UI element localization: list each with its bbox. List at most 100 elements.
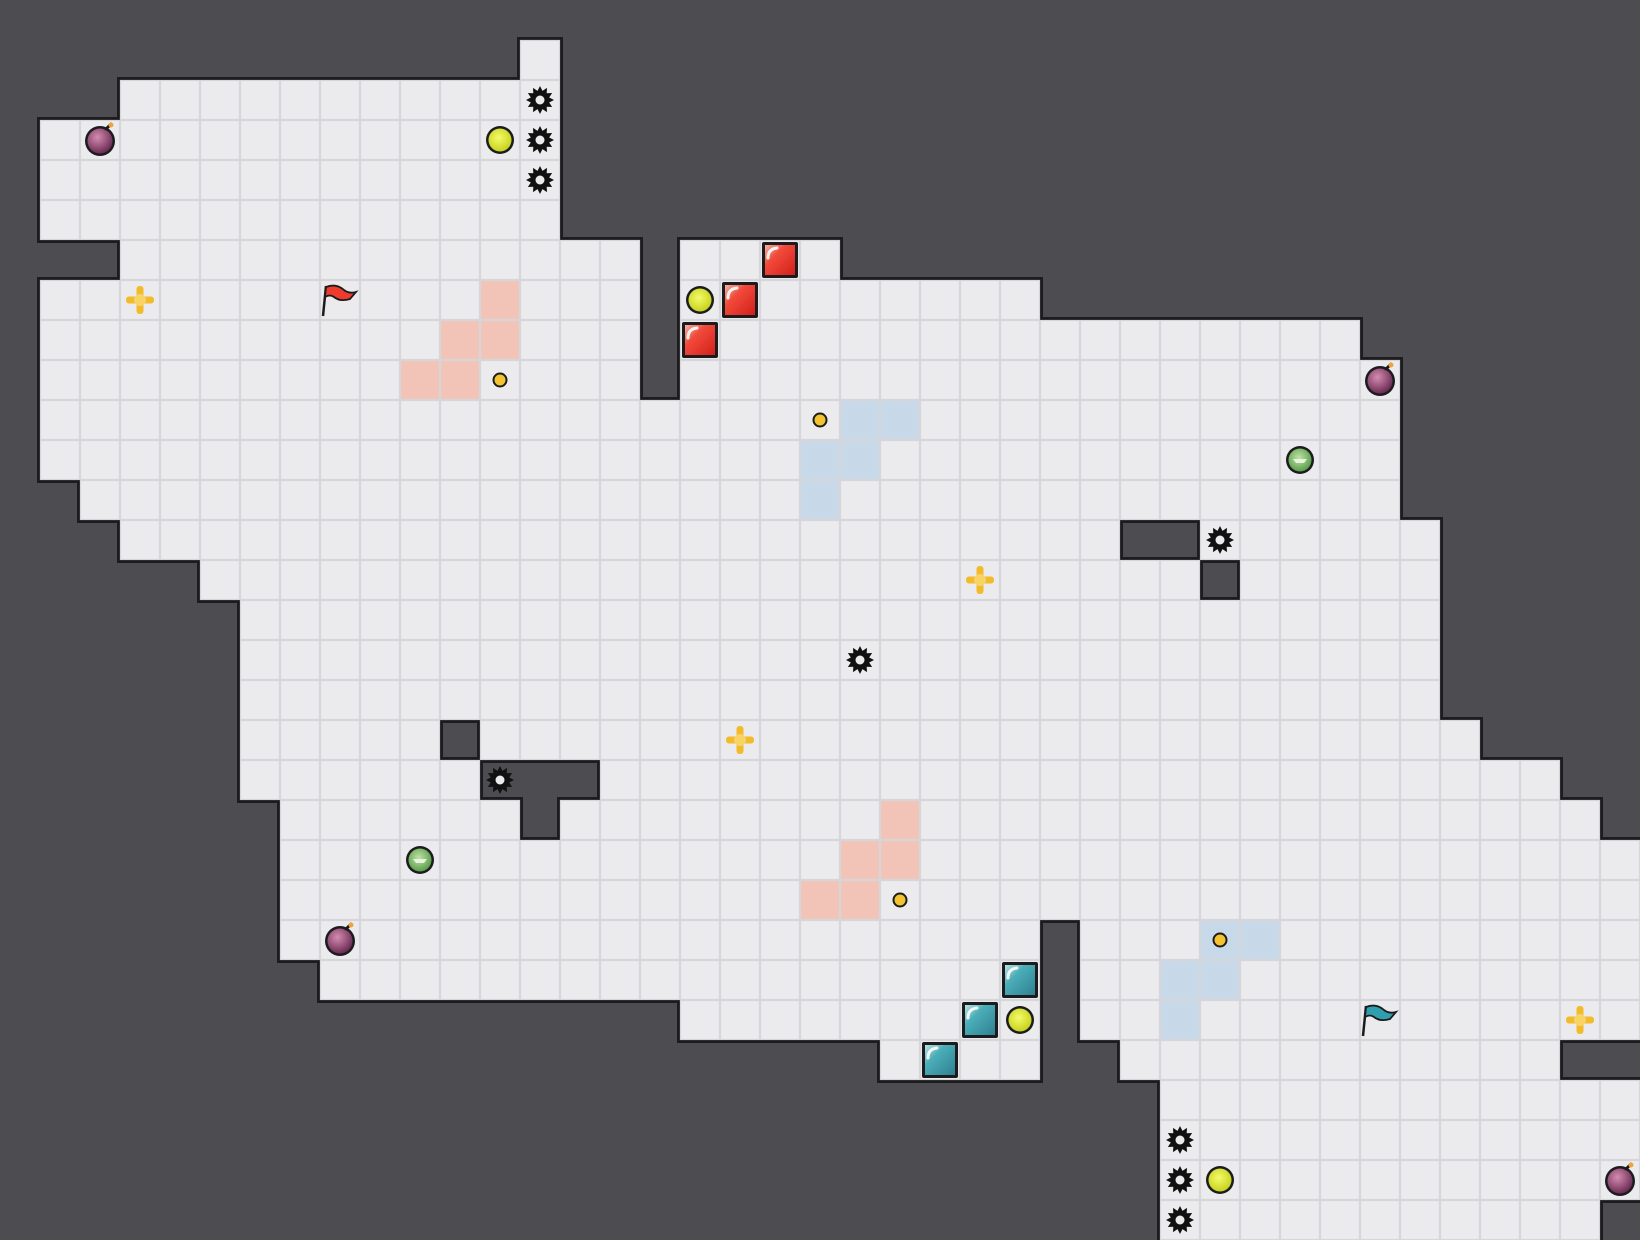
floor-tile <box>560 400 600 440</box>
floor-tile <box>40 200 80 240</box>
grid-cell <box>1559 959 1601 1001</box>
grid-cell <box>239 359 281 401</box>
grid-cell <box>959 319 1001 361</box>
floor-tile <box>360 360 400 400</box>
grid-cell <box>439 199 481 241</box>
spike <box>486 766 514 794</box>
grid-cell <box>919 919 961 961</box>
grid-cell <box>479 719 521 761</box>
grid-cell <box>839 759 881 801</box>
grid-cell <box>1439 919 1481 961</box>
floor-tile <box>840 800 880 840</box>
floor-tile <box>720 560 760 600</box>
floor-tile <box>840 360 880 400</box>
floor-tile <box>80 440 120 480</box>
grid-cell <box>1119 759 1161 801</box>
floor-tile <box>1400 1120 1440 1160</box>
grid-cell <box>159 319 201 361</box>
floor-tile <box>920 440 960 480</box>
grid-cell <box>319 959 361 1001</box>
floor-tile <box>320 80 360 120</box>
grid-cell <box>1039 639 1081 681</box>
floor-tile <box>1160 800 1200 840</box>
grid-cell <box>359 759 401 801</box>
floor-tile <box>720 680 760 720</box>
grid-cell <box>1479 879 1521 921</box>
grid-cell <box>1239 319 1281 361</box>
grid-cell <box>759 999 801 1041</box>
floor-tile <box>240 80 280 120</box>
grid-cell <box>519 839 561 881</box>
floor-tile <box>920 920 960 960</box>
grid-cell <box>1079 319 1121 361</box>
grid-cell <box>119 399 161 441</box>
grid-cell <box>1159 1079 1201 1121</box>
grid-cell <box>999 999 1041 1041</box>
grid-cell <box>239 559 281 601</box>
floor-tile <box>1000 480 1040 520</box>
grid-cell <box>1239 359 1281 401</box>
floor-tile <box>160 440 200 480</box>
bomb-body <box>87 128 113 154</box>
floor-tile <box>1120 1000 1160 1040</box>
floor-tile <box>1120 600 1160 640</box>
small-dot <box>812 412 828 428</box>
grid-cell <box>639 919 681 961</box>
floor-tile <box>1320 560 1360 600</box>
grid-cell <box>1199 479 1241 521</box>
red-gate <box>762 242 798 278</box>
grid-cell <box>1039 519 1081 561</box>
floor-tile <box>720 520 760 560</box>
floor-tile <box>880 680 920 720</box>
grid-cell <box>399 799 441 841</box>
grid-cell <box>679 479 721 521</box>
floor-tile <box>1320 600 1360 640</box>
yellow-powerup <box>1006 1006 1034 1034</box>
floor-tile <box>80 400 120 440</box>
floor-tile <box>1240 400 1280 440</box>
grid-cell <box>359 919 401 961</box>
grid-cell <box>959 799 1001 841</box>
floor-tile <box>1320 720 1360 760</box>
floor-tile <box>1280 720 1320 760</box>
floor-tile <box>1440 1040 1480 1080</box>
grid-cell <box>39 319 81 361</box>
grid-cell <box>1119 999 1161 1041</box>
grid-cell <box>1439 999 1481 1041</box>
grid-cell <box>1319 319 1361 361</box>
grid-cell <box>799 919 841 961</box>
floor-tile <box>960 680 1000 720</box>
grid-cell <box>479 79 521 121</box>
grid-cell <box>439 439 481 481</box>
grid-cell <box>1119 799 1161 841</box>
grid-cell <box>519 159 561 201</box>
floor-tile <box>1360 880 1400 920</box>
grid-cell <box>1319 599 1361 641</box>
floor-tile <box>1240 760 1280 800</box>
grid-cell <box>239 279 281 321</box>
grid-cell <box>559 799 601 841</box>
boost-center <box>734 734 746 746</box>
grid-cell <box>1319 839 1361 881</box>
floor-tile <box>80 200 120 240</box>
boost-center <box>134 294 146 306</box>
grid-cell <box>199 319 241 361</box>
floor-tile <box>320 840 360 880</box>
floor-tile <box>280 480 320 520</box>
floor-tile <box>920 640 960 680</box>
floor-tile <box>1280 1000 1320 1040</box>
floor-tile <box>880 280 920 320</box>
grid-cell <box>799 679 841 721</box>
floor-tile <box>720 440 760 480</box>
grid-cell <box>479 919 521 961</box>
grid-cell <box>439 959 481 1001</box>
spike-hole <box>1175 1175 1185 1185</box>
blue-gate <box>1002 962 1038 998</box>
floor-tile <box>1360 480 1400 520</box>
floor-tile <box>80 360 120 400</box>
floor-tile <box>560 960 600 1000</box>
floor-tile <box>200 240 240 280</box>
grid-cell <box>1039 439 1081 481</box>
red-flag-cloth <box>323 284 359 302</box>
floor-tile <box>680 880 720 920</box>
